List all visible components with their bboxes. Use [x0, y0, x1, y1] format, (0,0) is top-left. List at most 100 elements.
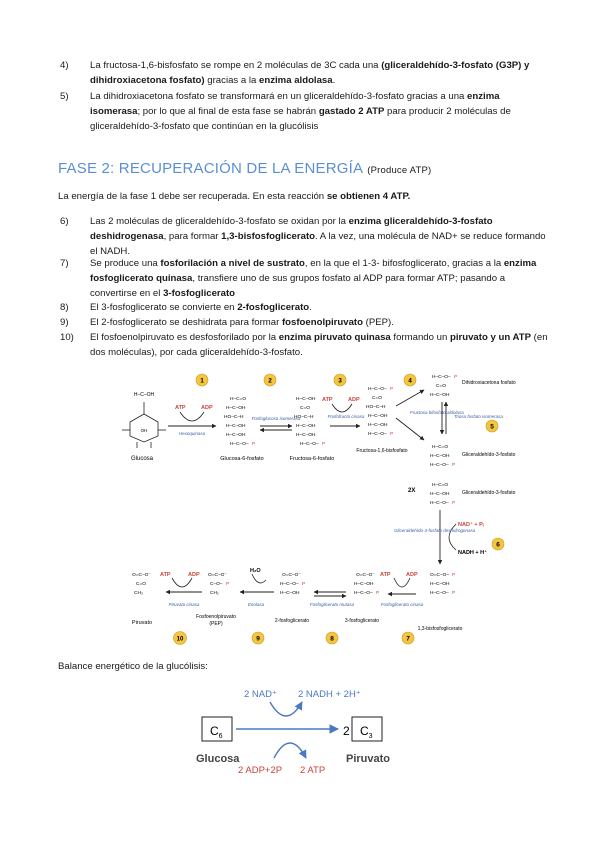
svg-text:H–C–O–: H–C–O– [430, 462, 449, 468]
svg-text:H₂O: H₂O [250, 568, 261, 574]
step-circle-3: 3 [333, 373, 347, 387]
svg-text:C=O: C=O [372, 395, 382, 401]
svg-text:P: P [454, 374, 457, 380]
svg-text:H–C–OH: H–C–OH [134, 392, 155, 398]
text-run: El 2-fosfoglicerato se deshidrata para f… [90, 317, 282, 328]
step-circle-8: 8 [325, 631, 339, 645]
box-c3 [351, 716, 383, 742]
svg-text:H–C–OH: H–C–OH [226, 423, 246, 429]
step-circle-label: 2 [268, 378, 272, 385]
svg-text:NADH + H⁺: NADH + H⁺ [458, 549, 487, 556]
svg-text:ATP: ATP [322, 397, 333, 403]
svg-text:H–C–OH: H–C–OH [296, 432, 316, 438]
balance-nadh: 2 NADH + 2H⁺ [298, 689, 361, 700]
svg-text:H–C–O–: H–C–O– [368, 386, 387, 392]
list-item-step-7: 7) Se produce una fosforilación a nivel … [60, 256, 550, 302]
step-text: Las 2 moléculas de gliceraldehído-3-fosf… [90, 214, 550, 260]
svg-text:H–C–O–: H–C–O– [368, 431, 387, 437]
step-circle-label: 10 [177, 637, 184, 643]
step-circle-1: 1 [195, 373, 209, 387]
enzyme-fosfoglucosa: Fosfoglucosa isomerasa [252, 416, 301, 421]
label-piruvato: Piruvato [132, 620, 152, 626]
svg-text:C=O: C=O [436, 383, 446, 389]
svg-text:H–C–OH: H–C–OH [430, 453, 450, 459]
svg-text:O=C–O⁻: O=C–O⁻ [356, 572, 375, 578]
enzyme-aldolasa: Fructosa bifosfato aldolasa [410, 410, 464, 415]
svg-text:P: P [302, 581, 305, 587]
text-run: , para formar [163, 231, 222, 243]
g3p-structure: H–C=O H–C–OH H–C–O–P [430, 444, 455, 468]
step-number: 7) [60, 258, 69, 269]
step-text: El fosfoenolpiruvato es desfosforilado p… [90, 330, 550, 360]
pg2-structure: O=C–O⁻ H–C–O–P H–C–OH [280, 572, 305, 596]
svg-text:HO–C–H: HO–C–H [366, 404, 386, 410]
step-circle-label: 7 [406, 636, 410, 643]
box-c6 [201, 716, 233, 742]
svg-text:P: P [226, 581, 229, 587]
bold-term: fosforilación a nivel de sustrato [160, 258, 305, 269]
piruvato-structure: O=C–O⁻ C=O CH₃ [132, 572, 151, 596]
text-run: La energía de la fase 1 debe ser recuper… [58, 191, 327, 202]
bold-term: piruvato y un ATP [449, 332, 531, 343]
step-circle-9: 9 [251, 631, 265, 645]
svg-text:CH₃: CH₃ [134, 590, 143, 596]
balance-glucosa: Glucosa [196, 753, 240, 765]
step-number: 4) [60, 60, 69, 71]
text-run: formando un [390, 332, 450, 343]
step-number: 9) [60, 317, 69, 328]
bold-term: (gliceraldehído-3-fosfato (G3P) y dihidr… [90, 60, 530, 87]
step-circle-label: 1 [200, 378, 204, 385]
heading-title: FASE 2: RECUPERACIÓN DE LA ENERGÍA [58, 160, 364, 177]
pg3-structure: O=C–O⁻ H–C–OH H–C–O–P [354, 572, 379, 596]
text-run: (en dos moléculas), por cada gliceraldeh… [90, 332, 548, 359]
svg-text:H–C–OH: H–C–OH [430, 392, 450, 398]
bold-term: 3-fosfoglicerato [163, 288, 236, 300]
svg-text:O=C–O⁻: O=C–O⁻ [132, 572, 151, 578]
balance-piruvato: Piruvato [346, 753, 390, 765]
enzyme-fosfofructo: Fosfofructo cinasa [328, 414, 365, 419]
svg-text:H–C–OH: H–C–OH [354, 581, 374, 587]
svg-text:H–C–OH: H–C–OH [368, 413, 388, 419]
bold-term: enzima fosfoglicerato quinasa [90, 258, 537, 285]
label-g3p2: Gliceraldehído-3-fosfato [462, 490, 516, 496]
svg-text:H–C–OH: H–C–OH [226, 432, 246, 438]
svg-text:HO–C–H: HO–C–H [294, 414, 314, 420]
enzyme-hexoquinasa: Hexoquinasa [179, 431, 206, 436]
svg-text:H–C–OH: H–C–OH [368, 422, 388, 428]
svg-text:O=C–O⁻: O=C–O⁻ [208, 572, 227, 578]
list-item-step-10: 10) El fosfoenolpiruvato es desfosforila… [60, 330, 550, 360]
label-pg2: 2-fosfoglicerato [275, 618, 309, 624]
svg-text:H–C–O–: H–C–O– [280, 581, 299, 587]
label-2x: 2X [408, 488, 415, 494]
svg-text:HO–C–H: HO–C–H [224, 414, 244, 420]
glycolysis-diagram: 1 2 3 4 5 6 7 8 9 10 H–C–OH OH Glucosa A… [122, 373, 516, 645]
step-circle-6: 6 [491, 537, 505, 551]
label-dhap: Dihidroxiacetona fosfato [462, 380, 516, 386]
svg-text:P: P [322, 441, 325, 447]
svg-text:H–C–O–: H–C–O– [354, 590, 373, 596]
svg-text:O=C–O⁻: O=C–O⁻ [282, 572, 301, 578]
step-circle-5: 5 [485, 419, 499, 433]
balance-nad-curve [269, 701, 303, 717]
step-number: 10) [60, 332, 74, 343]
bold-term: enzima aldolasa [259, 75, 333, 87]
svg-text:H–C–O–: H–C–O– [230, 441, 249, 447]
svg-text:P: P [390, 386, 393, 392]
svg-text:H–C=O: H–C=O [230, 396, 246, 402]
g6p-structure: H–C=O H–C–OH HO–C–H H–C–OH H–C–OH H–C–O–… [224, 396, 255, 447]
text-run: . A la vez, una molécula de NAD+ se redu… [90, 231, 546, 258]
bold-term: fosfoenolpiruvato [281, 317, 363, 328]
svg-text:C–O–: C–O– [210, 581, 223, 587]
label-bpg: 1,3-bisfosfoglicerato [418, 626, 463, 632]
svg-text:H–C–OH: H–C–OH [430, 581, 450, 587]
f16bp-structure: H–C–O–P C=O HO–C–H H–C–OH H–C–OH H–C–O–P [366, 386, 393, 437]
label-g3p: Gliceraldehído-3-fosfato [462, 452, 516, 458]
svg-text:NAD⁺ + Pᵢ: NAD⁺ + Pᵢ [458, 521, 484, 528]
svg-text:H–C–OH: H–C–OH [296, 396, 316, 402]
svg-text:C=O: C=O [136, 581, 146, 587]
enzyme-pgm: Fosfoglicerato mutasa [310, 602, 355, 607]
step-text: La dihidroxiacetona fosfato se transform… [90, 89, 550, 135]
list-item-step-5: 5) La dihidroxiacetona fosfato se transf… [60, 89, 550, 135]
balance-c6: C6 [210, 724, 223, 740]
